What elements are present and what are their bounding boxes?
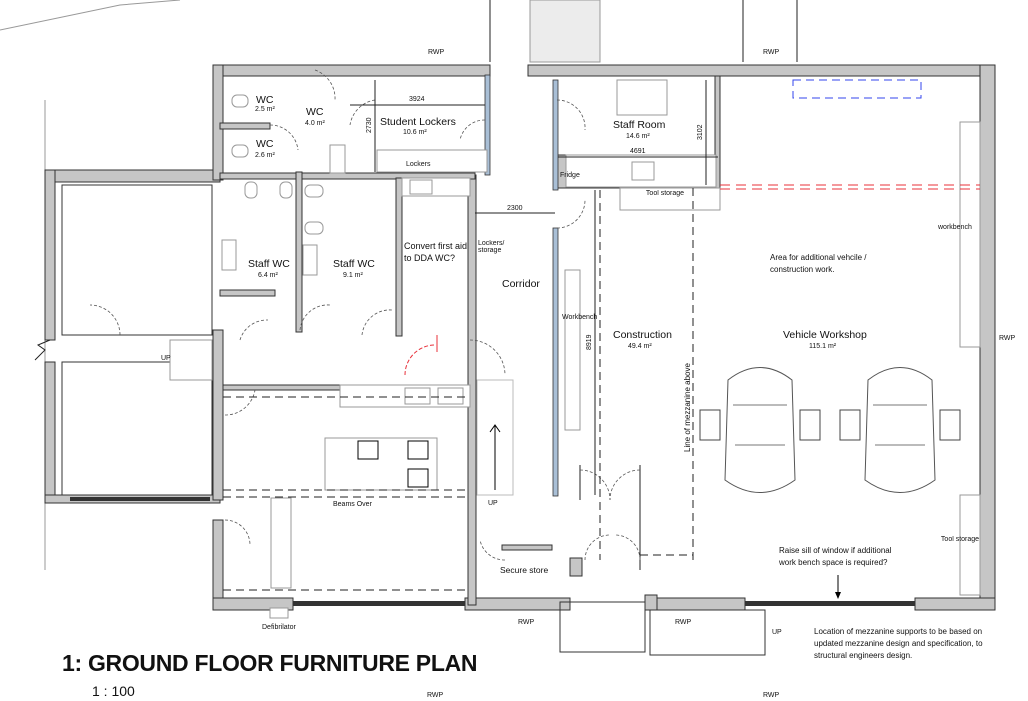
dimension-4691: 4691 <box>630 148 646 155</box>
room-area-wc-2: 4.0 m² <box>305 120 326 127</box>
vehicle-lift-left <box>699 367 821 493</box>
dimension-2730: 2730 <box>366 117 373 133</box>
dimension-labels: 3924 2730 4691 3102 2300 8919 <box>366 96 704 350</box>
label-mezzanine-line: Line of mezzanine above <box>683 363 692 453</box>
room-area-student-lockers: 10.6 m² <box>403 129 427 136</box>
room-area-construction: 49.4 m² <box>628 343 652 350</box>
label-first-aid: Convert first aid to DDA WC? <box>404 241 468 263</box>
label-rwp: RWP <box>428 49 445 56</box>
room-name-student-lockers: Student Lockers <box>380 116 456 128</box>
room-name-staff-room: Staff Room <box>613 119 666 131</box>
walls <box>212 64 996 611</box>
label-rwp: RWP <box>763 49 780 56</box>
dimension-8919: 8919 <box>586 334 593 350</box>
dimension-3924: 3924 <box>409 96 425 103</box>
note-mezzanine-supports: Location of mezzanine supports to be bas… <box>814 627 983 660</box>
drawing-scale: 1 : 100 <box>92 683 135 699</box>
label-beams-over: Beams Over <box>333 501 373 508</box>
label-rwp: RWP <box>999 335 1016 342</box>
dimension-3102: 3102 <box>697 124 704 140</box>
room-area-wc-3: 2.6 m² <box>255 152 276 159</box>
door-swings <box>89 69 641 561</box>
room-area-wc-1: 2.5 m² <box>255 106 276 113</box>
vehicle-lift-right <box>839 367 961 493</box>
label-rwp: RWP <box>763 692 780 699</box>
room-name-wc-2: WC <box>306 106 324 118</box>
label-defibrilator: Defibrilator <box>262 624 297 631</box>
label-up-bottom: UP <box>772 629 782 636</box>
label-up-main: UP <box>488 500 498 507</box>
room-name-construction: Construction <box>613 329 672 341</box>
room-name-wc-3: WC <box>256 138 274 150</box>
note-raise-sill: Raise sill of window if additional work … <box>779 546 892 567</box>
label-tool-storage-top: Tool storage <box>645 190 685 197</box>
label-up-left: UP <box>161 355 171 362</box>
label-lockers: Lockers <box>406 161 431 168</box>
label-lockers-storage: Lockers/ storage <box>478 240 505 254</box>
mezzanine-lines <box>223 79 980 591</box>
drawing-title: 1: GROUND FLOOR FURNITURE PLAN <box>62 650 478 676</box>
room-name-vehicle-workshop: Vehicle Workshop <box>783 329 867 341</box>
room-name-staff-wc-1: Staff WC <box>248 258 290 270</box>
dimension-2300: 2300 <box>507 205 523 212</box>
room-labels: WC 2.5 m² WC 4.0 m² WC 2.6 m² Student Lo… <box>248 94 867 575</box>
window-arrow <box>835 575 841 599</box>
label-tool-storage-right: Tool storage <box>940 536 980 543</box>
room-area-staff-wc-2: 9.1 m² <box>343 272 364 279</box>
room-area-staff-wc-1: 6.4 m² <box>258 272 279 279</box>
label-rwp: RWP <box>427 692 444 699</box>
room-area-vehicle-workshop: 115.1 m² <box>809 343 837 350</box>
room-name-secure-store: Secure store <box>500 565 548 575</box>
annotations: Lockers Fridge Tool storage Tool storage… <box>161 49 1016 699</box>
label-rwp: RWP <box>675 619 692 626</box>
label-workbench-left: Workbench <box>562 314 597 321</box>
note-additional-area: Area for additional vehcile / constructi… <box>770 253 867 274</box>
fixtures <box>169 79 981 656</box>
room-area-staff-room: 14.6 m² <box>626 133 650 140</box>
label-fridge: Fridge <box>560 172 580 179</box>
windows <box>70 497 915 606</box>
room-name-corridor: Corridor <box>502 278 540 290</box>
notes: Area for additional vehcile / constructi… <box>770 253 983 660</box>
label-workbench-right: workbench <box>937 224 972 231</box>
room-name-staff-wc-2: Staff WC <box>333 258 375 270</box>
dimension-lines <box>350 80 718 495</box>
room-name-wc-1: WC <box>256 94 274 106</box>
label-rwp: RWP <box>518 619 535 626</box>
